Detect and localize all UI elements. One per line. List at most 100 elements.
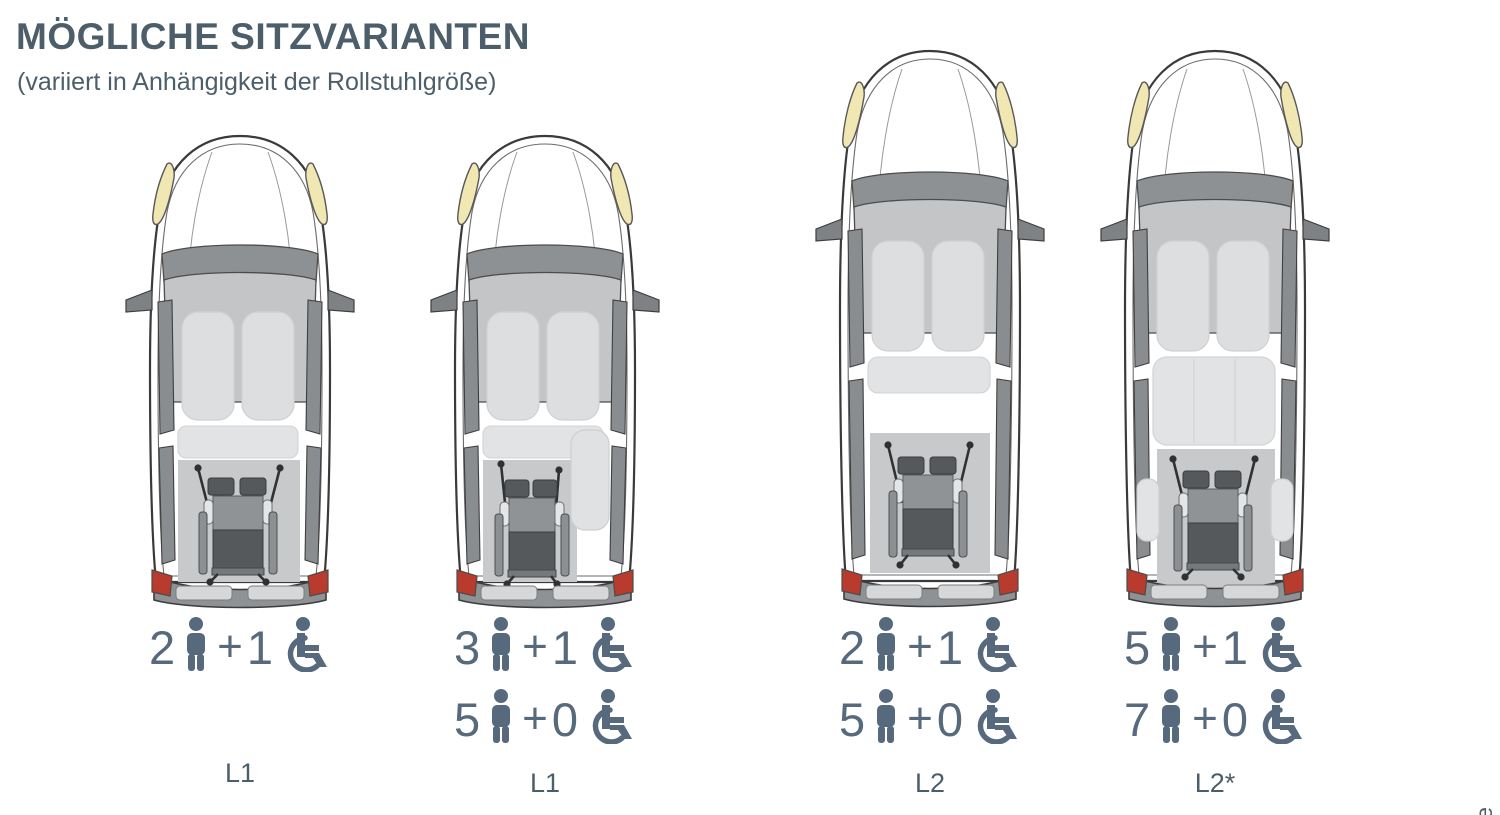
mirror-left-icon (815, 218, 843, 242)
bumper-panel-right (1222, 584, 1280, 600)
taillight-right-icon (997, 568, 1019, 596)
seat-count-row: 5 + 0 (425, 688, 665, 750)
person-count: 2 (839, 620, 866, 674)
headlight-left-icon (842, 81, 865, 149)
door-window-right (610, 299, 628, 435)
person-icon (486, 616, 516, 679)
seat-count-row: 5 + 0 (810, 688, 1050, 750)
taillight-left-icon (456, 569, 478, 597)
door-window-right-2 (304, 445, 322, 565)
folding-seat-left (1136, 478, 1160, 542)
door-window-right-2 (609, 445, 627, 565)
wheelchair-count: 1 (551, 620, 578, 674)
person-icon (486, 688, 516, 751)
third-row-extra-seat (570, 429, 610, 531)
plus-sign: + (1192, 622, 1218, 671)
taillight-left-icon (1126, 568, 1148, 596)
bumper-panel-right (937, 584, 995, 600)
person-icon (871, 688, 901, 751)
seat-count-row: 5 + 1 (1095, 616, 1335, 678)
door-window-left-2 (463, 445, 481, 565)
headlight-right-icon (995, 81, 1018, 149)
wheelchair-icon (584, 616, 636, 679)
headlight-right-icon (610, 162, 633, 226)
mirror-left-icon (125, 289, 153, 313)
car-body-inner-line (847, 58, 1013, 576)
bumper-panel-right (552, 585, 610, 601)
person-icon (1156, 688, 1186, 751)
mirror-right-icon (1017, 218, 1045, 242)
headlight-left-icon (457, 162, 480, 226)
taillight-right-icon (612, 569, 634, 597)
person-icon (871, 616, 901, 679)
wheelchair-icon (584, 688, 636, 751)
wheelchair-icon (969, 688, 1021, 751)
vehicle-topview-3 (810, 45, 1050, 610)
door-window-right-2 (994, 378, 1012, 560)
wheelchair-graphic-4 (1169, 455, 1259, 581)
mirror-right-icon (1302, 218, 1330, 242)
front-seat-left (871, 240, 925, 352)
page-title: MÖGLICHE SITZVARIANTEN (16, 16, 530, 57)
door-window-left-2 (158, 445, 176, 565)
vehicle-svg-3 (815, 49, 1045, 608)
variant-1-caption: 2 + 1 L1 (120, 616, 360, 789)
vehicle-topview-1 (120, 130, 360, 610)
plus-sign: + (1192, 694, 1218, 743)
door-window-right (305, 299, 323, 435)
wheelchair-icon (279, 616, 331, 679)
wheelchair-graphic-1 (194, 464, 284, 586)
wheelchair-count: 1 (936, 620, 963, 674)
front-seat-left (1156, 240, 1210, 352)
person-icon (1156, 616, 1186, 679)
taillight-left-icon (151, 569, 173, 597)
page-subtitle: (variiert in Anhängigkeit der Rollstuhlg… (17, 68, 497, 96)
person-count: 5 (839, 692, 866, 746)
variant-4-caption: 5 + 1 7 + 0 (1095, 616, 1335, 799)
vehicle-topview-4 (1095, 45, 1335, 610)
person-count: 3 (454, 620, 481, 674)
seat-count-row: 7 + 0 (1095, 688, 1335, 750)
headlight-right-icon (305, 162, 328, 226)
vehicle-topview-2 (425, 130, 665, 610)
person-icon (181, 616, 211, 679)
wheelchair-icon (1254, 616, 1306, 679)
vehicle-svg-4 (1100, 49, 1330, 608)
plus-sign: + (907, 694, 933, 743)
door-window-right (995, 228, 1013, 368)
front-seat-right (1216, 240, 1270, 352)
wheelchair-count: 0 (1221, 692, 1248, 746)
taillight-right-icon (307, 569, 329, 597)
second-row-bench (867, 356, 991, 394)
variant-2-caption: 3 + 1 5 + 0 (425, 616, 665, 799)
variant-1-label: L1 (224, 758, 256, 788)
bumper-panel-left (1150, 584, 1208, 600)
mirror-right-icon (632, 289, 660, 313)
headlight-left-icon (152, 162, 175, 226)
headlight-left-icon (1127, 81, 1150, 149)
front-seat-right (931, 240, 985, 352)
door-window-left (462, 299, 480, 435)
variant-4-label: L2* (1194, 768, 1236, 798)
person-count: 2 (149, 620, 176, 674)
mirror-left-icon (430, 289, 458, 313)
person-count: 5 (1124, 620, 1151, 674)
door-window-left (157, 299, 175, 435)
folding-seat-right (1270, 478, 1294, 542)
wheelchair-count: 1 (246, 620, 273, 674)
person-count: 5 (454, 692, 481, 746)
bumper-panel-left (480, 585, 538, 601)
wheelchair-count: 0 (936, 692, 963, 746)
headlight-right-icon (1280, 81, 1303, 149)
taillight-left-icon (841, 568, 863, 596)
front-seat-right (546, 311, 600, 421)
front-seat-left (181, 311, 235, 421)
taillight-right-icon (1282, 568, 1304, 596)
seat-count-row: 3 + 1 (425, 616, 665, 678)
wheelchair-graphic-3 (884, 441, 974, 569)
wheelchair-icon (1254, 688, 1306, 751)
plus-sign: + (522, 622, 548, 671)
second-row-bench (1152, 356, 1276, 446)
plus-sign: + (217, 622, 243, 671)
